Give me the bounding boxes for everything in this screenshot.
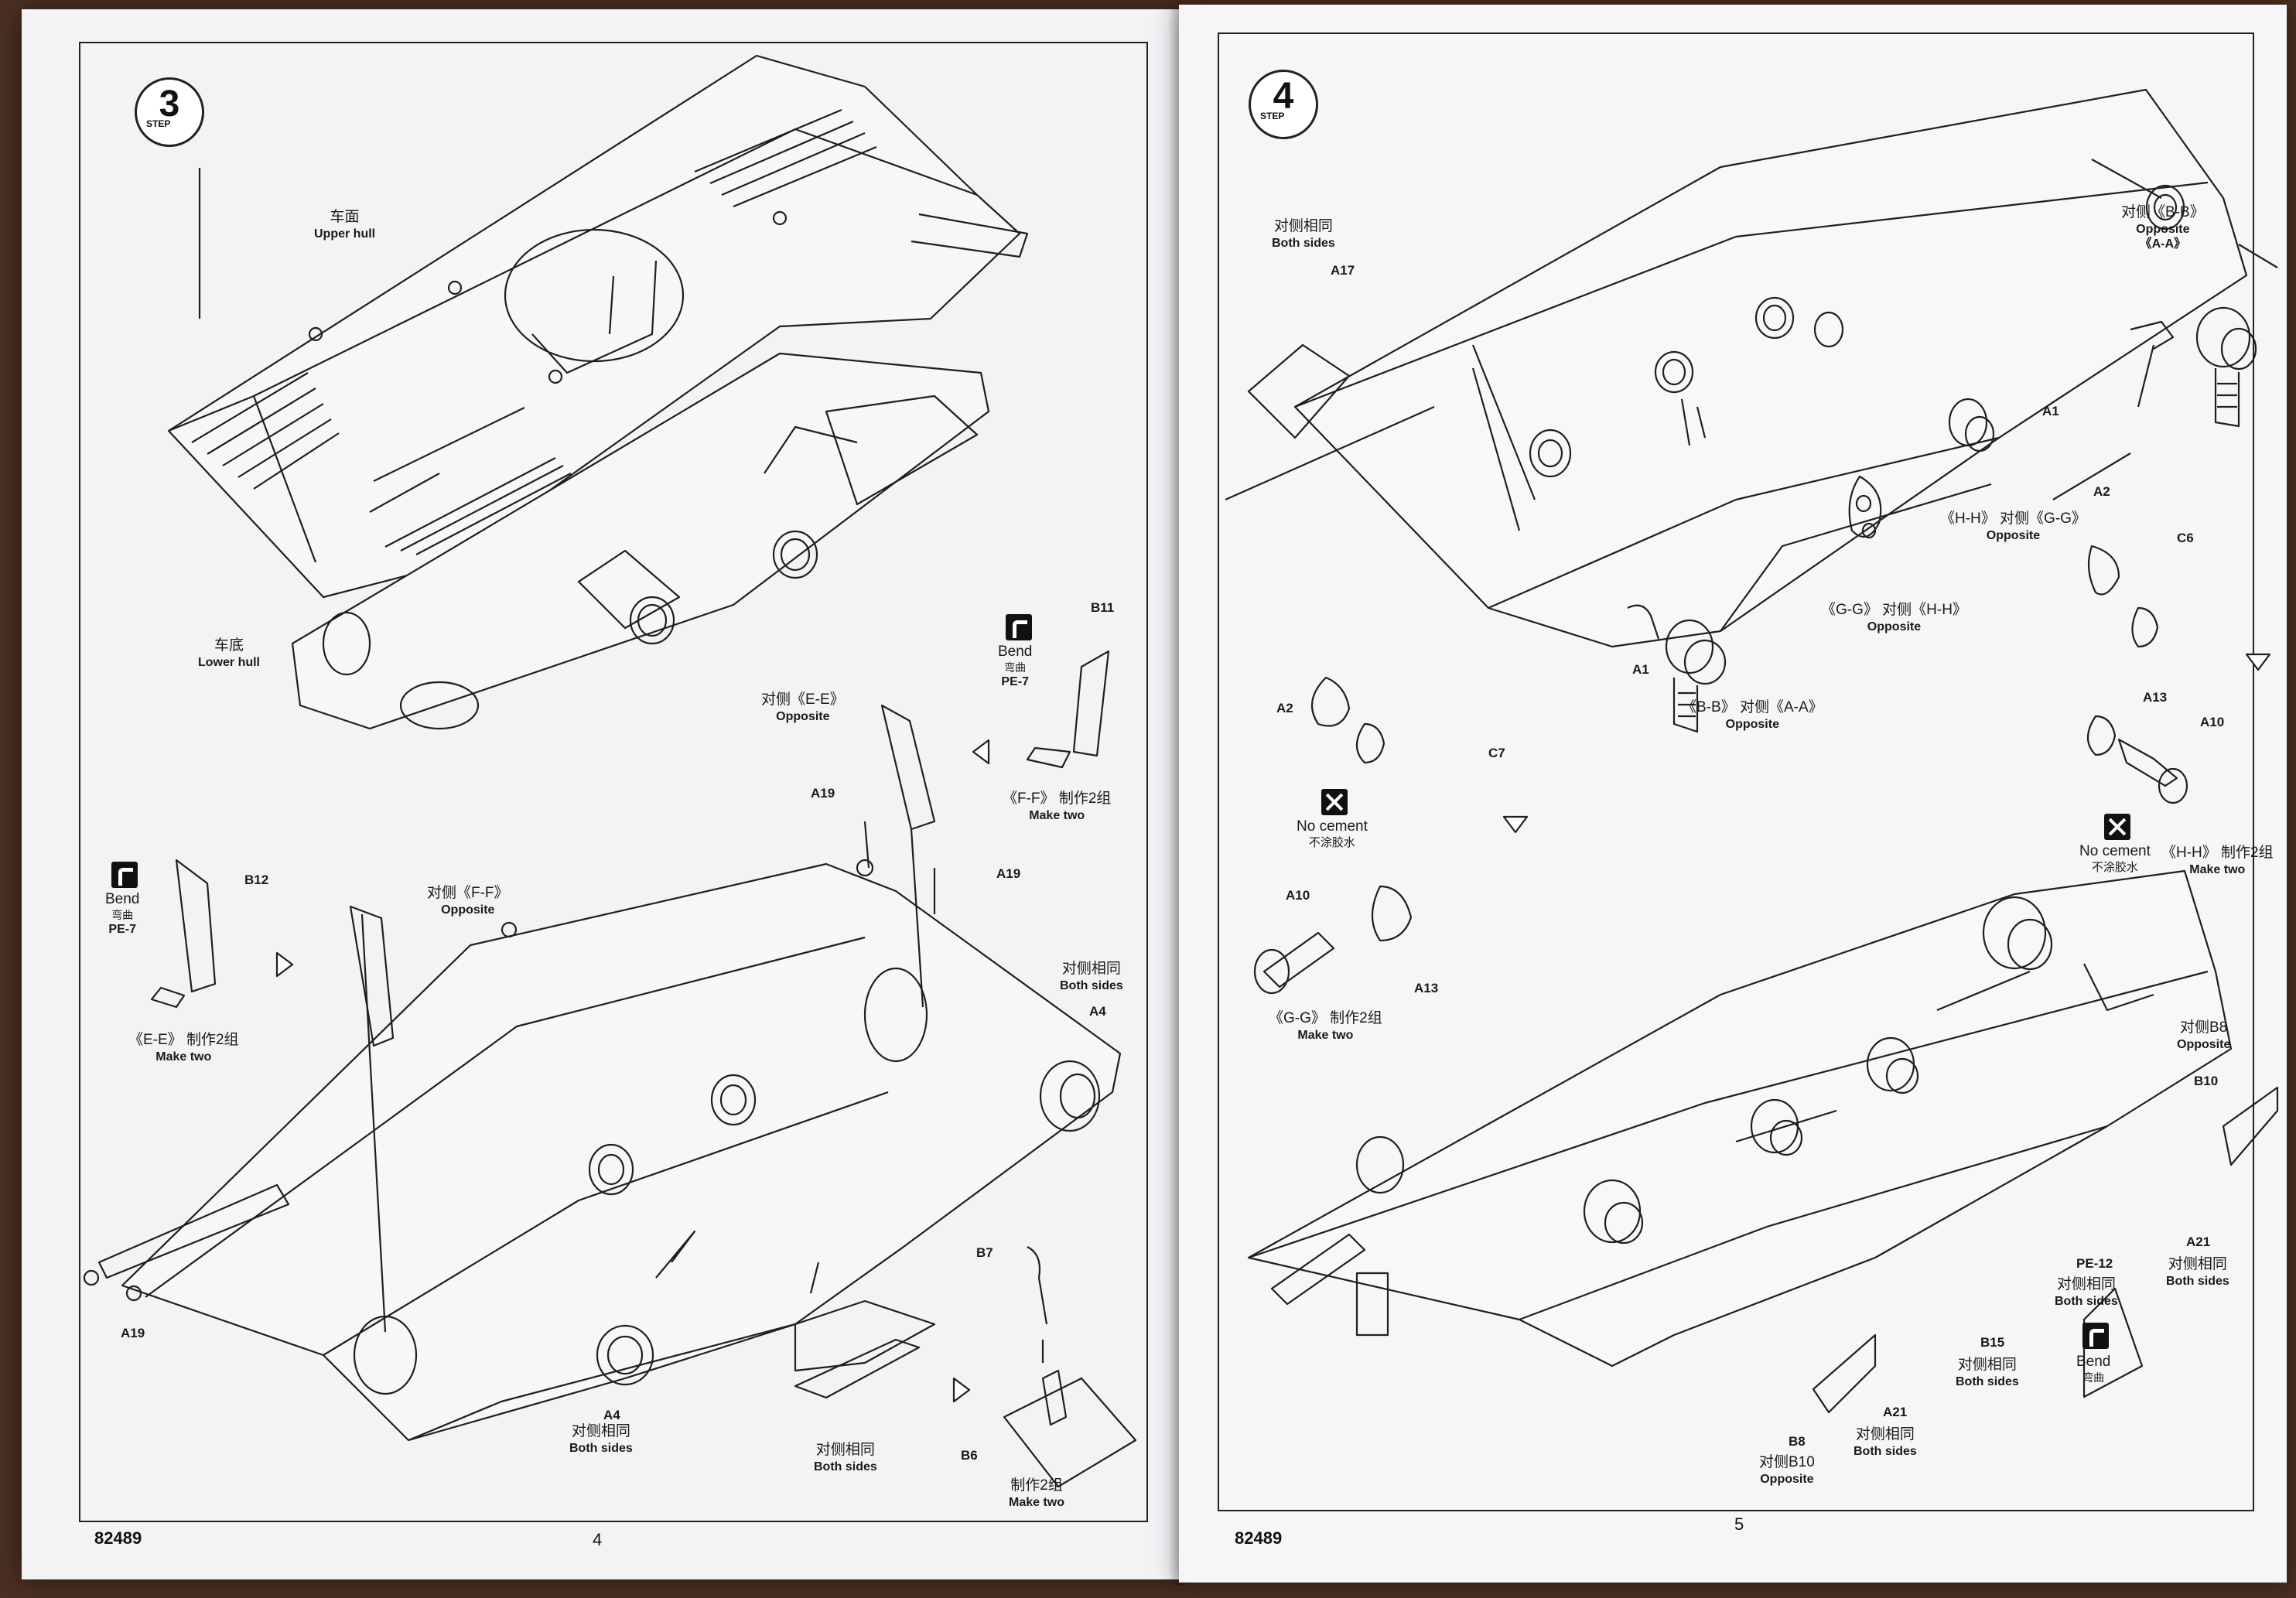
part-ff-drawing bbox=[349, 905, 395, 1047]
label-gg-hh-opposite: 《G-G》 对侧《H-H》 Opposite bbox=[1821, 602, 1967, 633]
upper-chassis-drawing bbox=[1225, 88, 2248, 648]
page-number: 4 bbox=[593, 1530, 603, 1549]
label-hh-make-two: 《H-H》 制作2组 Make two bbox=[2161, 845, 2274, 876]
part-b6-drawing bbox=[1003, 1377, 1137, 1488]
label-a21-both-sides-right: 对侧相同 Both sides bbox=[2166, 1256, 2229, 1288]
instruction-page-4: 3 STEP bbox=[22, 9, 1184, 1579]
lower-chassis-drawing bbox=[1247, 869, 2279, 1414]
label-bb-opposite: 对侧《B-B》 Opposite 《A-A》 bbox=[2121, 204, 2205, 251]
label-upper-hull: 车面 Upper hull bbox=[314, 209, 376, 241]
part-b11-drawing bbox=[1072, 650, 1110, 757]
bend-note-pe7-right: Bend 弯曲 PE-7 bbox=[998, 644, 1033, 688]
bend-icon bbox=[111, 862, 138, 888]
part-label-a4-bottom: A4 bbox=[603, 1408, 620, 1422]
step-number: 4 bbox=[1273, 76, 1294, 117]
part-label-a19-top: A19 bbox=[811, 786, 835, 801]
label-ff-make-two: 《F-F》 制作2组 Make two bbox=[1003, 790, 1112, 822]
part-label-pe12: PE-12 bbox=[2076, 1256, 2113, 1271]
page-frame bbox=[1218, 32, 2254, 1511]
label-bb-aa-opposite: 《B-B》 对侧《A-A》 Opposite bbox=[1682, 699, 1823, 731]
label-gg-make-two: 《G-G》 制作2组 Make two bbox=[1269, 1010, 1382, 1042]
part-b7-drawing bbox=[1027, 1246, 1048, 1325]
part-label-b6: B6 bbox=[961, 1448, 978, 1463]
page-number: 5 bbox=[1734, 1514, 1744, 1534]
step-word: STEP bbox=[1259, 111, 1286, 121]
part-label-a4-right: A4 bbox=[1089, 1004, 1106, 1019]
label-b15-both-sides: 对侧相同 Both sides bbox=[1956, 1357, 2019, 1388]
upper-hull-drawing bbox=[167, 54, 1029, 599]
part-label-b8: B8 bbox=[1789, 1434, 1806, 1449]
label-pe12-both-sides: 对侧相同 Both sides bbox=[2055, 1276, 2118, 1308]
no-cement-note-left: No cement 不涂胶水 bbox=[1297, 818, 1368, 849]
part-label-a1-left: A1 bbox=[1632, 662, 1649, 677]
step-badge: 4 STEP bbox=[1249, 70, 1318, 139]
part-ee-drawing bbox=[880, 704, 936, 831]
label-both-sides-a4: 对侧相同 Both sides bbox=[1060, 961, 1123, 992]
bend-icon bbox=[2082, 1323, 2109, 1349]
no-cement-note-right: No cement 不涂胶水 bbox=[2079, 843, 2151, 874]
kit-code: 82489 bbox=[1235, 1528, 1283, 1548]
part-b12-drawing bbox=[175, 859, 217, 993]
label-both-sides-a17: 对侧相同 Both sides bbox=[1272, 218, 1335, 250]
part-label-b12: B12 bbox=[244, 872, 269, 887]
label-b6-make-two: 制作2组 Make two bbox=[1009, 1477, 1065, 1509]
part-label-b15: B15 bbox=[1980, 1335, 2005, 1350]
chassis-drawing bbox=[83, 859, 1122, 1442]
part-label-a1-right: A1 bbox=[2042, 404, 2059, 418]
step-word: STEP bbox=[145, 118, 173, 129]
part-label-a2-left: A2 bbox=[1276, 701, 1293, 715]
part-label-c7: C7 bbox=[1488, 746, 1505, 760]
part-label-a10-right: A10 bbox=[2200, 715, 2225, 729]
part-label-b11: B11 bbox=[1091, 600, 1115, 615]
bend-note-pe7-left: Bend 弯曲 PE-7 bbox=[105, 891, 140, 936]
no-cement-icon bbox=[1321, 789, 1348, 815]
bend-icon bbox=[1006, 614, 1032, 640]
label-b10-opposite: 对侧B10 Opposite bbox=[1759, 1454, 1815, 1486]
suspension-parts-drawing bbox=[1253, 306, 2257, 995]
part-label-a21-bottom: A21 bbox=[1883, 1405, 1908, 1419]
label-lower-hull: 车底 Lower hull bbox=[198, 637, 260, 669]
part-label-b10: B10 bbox=[2194, 1074, 2219, 1088]
step-number: 3 bbox=[159, 84, 180, 125]
lower-hull-drawing bbox=[291, 352, 990, 730]
assembly-drawing-step-3 bbox=[83, 54, 1137, 1488]
part-label-a13-right: A13 bbox=[2143, 690, 2168, 705]
label-both-sides-bottom-a4: 对侧相同 Both sides bbox=[569, 1423, 633, 1455]
label-ff-opposite: 对侧《F-F》 Opposite bbox=[427, 885, 509, 917]
part-label-a21-right: A21 bbox=[2186, 1234, 2211, 1249]
part-label-a2-right: A2 bbox=[2093, 484, 2110, 499]
part-label-a19-bottom: A19 bbox=[121, 1326, 145, 1340]
instruction-page-5: 4 STEP bbox=[1179, 5, 2287, 1583]
label-both-sides-bottom-mid: 对侧相同 Both sides bbox=[814, 1442, 877, 1473]
part-label-a19-right: A19 bbox=[996, 866, 1021, 881]
part-label-b7: B7 bbox=[976, 1245, 993, 1260]
kit-code: 82489 bbox=[94, 1528, 142, 1548]
label-b8-opposite: 对侧B8 Opposite bbox=[2177, 1019, 2231, 1051]
label-ee-make-two: 《E-E》 制作2组 Make two bbox=[128, 1032, 239, 1064]
label-hh-gg-opposite: 《H-H》 对侧《G-G》 Opposite bbox=[1940, 510, 2086, 542]
part-label-a13-left: A13 bbox=[1414, 981, 1439, 995]
label-a21-both-sides-bottom: 对侧相同 Both sides bbox=[1854, 1426, 1917, 1458]
part-label-a17: A17 bbox=[1331, 263, 1355, 278]
assembly-drawing-step-4 bbox=[1225, 88, 2279, 1414]
bend-note-right: Bend 弯曲 bbox=[2076, 1354, 2111, 1384]
part-label-a10-left: A10 bbox=[1286, 888, 1310, 903]
step-badge: 3 STEP bbox=[135, 77, 204, 147]
page-frame bbox=[79, 42, 1148, 1522]
no-cement-icon bbox=[2104, 814, 2130, 840]
label-ee-opposite: 对侧《E-E》 Opposite bbox=[761, 691, 845, 723]
part-label-c6: C6 bbox=[2177, 531, 2194, 545]
